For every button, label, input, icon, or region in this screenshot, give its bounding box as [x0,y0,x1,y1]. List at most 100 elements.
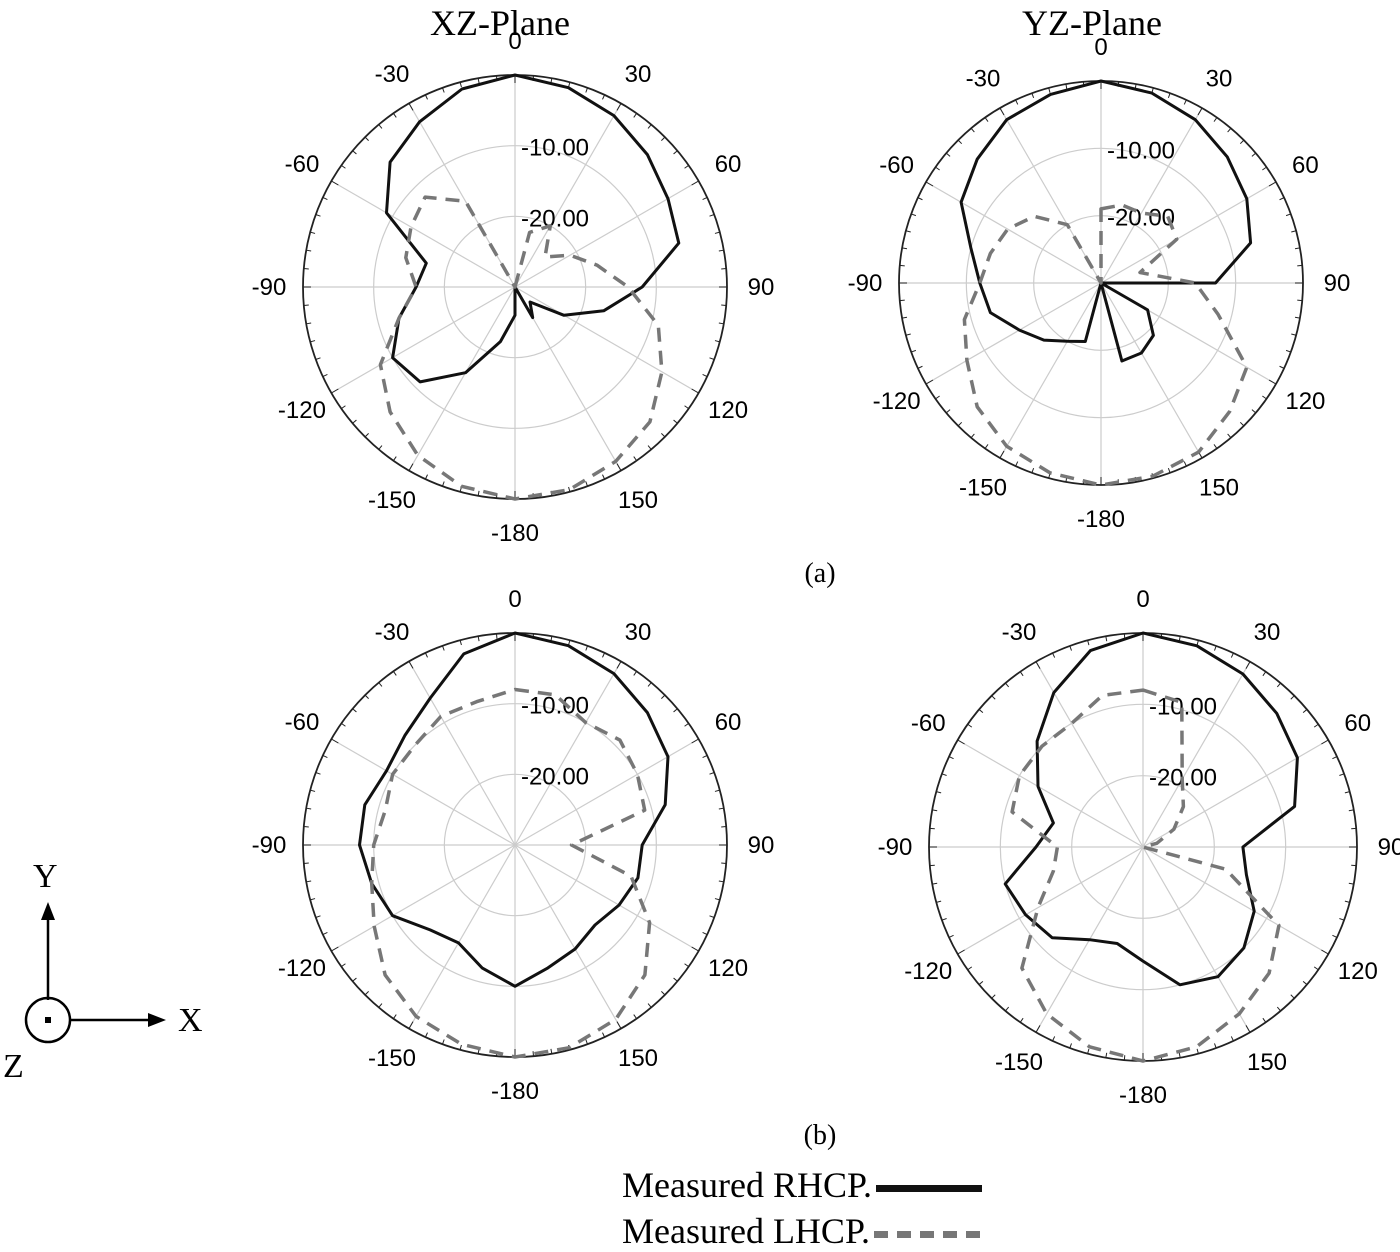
angle-tick-label: -30 [375,61,410,88]
angle-tick [1015,461,1019,467]
angle-tick [718,880,724,883]
angle-tick [408,1021,414,1029]
angle-tick-label: 60 [715,709,742,736]
grid-spoke [925,181,1102,284]
angle-tick [691,738,699,744]
angle-tick [647,124,652,129]
angle-tick [935,395,940,400]
angle-tick [1294,247,1301,250]
angle-tick [1279,365,1285,369]
angle-tick [901,316,908,319]
angle-tick [967,966,973,971]
angle-tick [1167,93,1171,99]
angle-tick [905,230,911,233]
angle-tick [661,694,666,699]
angle-tick [602,474,606,480]
angle-tick [1105,1052,1108,1058]
angle-tick [673,708,678,713]
angle-tick-label: -90 [252,832,287,859]
angle-tick [1279,197,1285,201]
angle-tick [310,231,316,234]
angle-tick [1035,661,1041,669]
angle-tick-label: -90 [878,834,913,861]
angle-tick [315,214,321,217]
angle-tick [1332,934,1338,938]
angle-tick [911,349,917,353]
angle-tick [392,113,397,118]
angle-tick-label: 60 [715,151,742,178]
angle-tick [984,444,989,449]
angle-tick [661,433,666,438]
x-arrow-head [148,1013,166,1027]
angle-tick [1245,661,1251,669]
angle-tick [424,94,428,100]
angle-tick [1239,421,1245,427]
angle-tick [602,94,606,100]
angle-tick [702,374,708,378]
z-axis-label: Z [3,1048,24,1085]
angle-tick [948,934,954,938]
angle-tick-label: 30 [1254,619,1281,646]
angle-tick-label: -180 [1077,506,1125,533]
series-rhcp-line [959,79,1253,363]
y-axis-label: Y [33,858,58,895]
angle-tick [408,103,414,111]
angle-tick [352,150,357,155]
grid-spoke [514,844,699,952]
angle-tick [957,421,963,427]
series-lhcp-line [962,203,1249,487]
grid-spoke [514,103,622,288]
angle-tick [948,756,954,760]
angle-tick-label: 120 [708,955,748,982]
angle-tick [341,164,346,169]
angle-tick [709,772,715,775]
grid-spoke [408,661,516,846]
angle-tick [684,963,689,968]
angle-tick [442,481,445,487]
angle-tick [945,409,951,414]
grid-spoke [514,661,622,846]
angle-tick-label: -150 [995,1049,1043,1076]
angle-tick [1302,709,1308,714]
grid-spoke [1142,661,1251,848]
angle-tick [999,107,1005,116]
angle-tick [364,136,369,141]
angle-tick [932,809,938,812]
angle-tick [911,213,917,217]
angle-tick [1227,127,1232,133]
angle-tick-label: 120 [708,397,748,424]
angle-tick [1262,1017,1267,1023]
angle-tick [331,388,339,394]
angle-tick [424,652,428,658]
angle-tick [991,994,996,999]
angle-tick-label: -180 [1119,1082,1167,1109]
grid-spoke [331,738,516,846]
grid-spoke [514,844,622,1029]
angle-tick [709,214,715,217]
angle-tick [1348,882,1354,885]
grid-spoke [331,180,516,288]
angle-tick [917,197,923,201]
angle-tick [310,340,316,343]
angle-tick [1015,99,1019,105]
legend-lhcp: Measured LHCP. [622,1210,980,1252]
angle-tick [925,379,934,385]
angle-tick [718,249,724,252]
angle-tick [714,231,720,234]
angle-tick [1069,1043,1072,1049]
angle-tick-label: 90 [748,274,775,301]
angle-tick [1213,117,1218,122]
angle-tick [1262,166,1267,171]
angle-tick [1052,652,1056,658]
grid-spoke [1142,846,1251,1033]
angle-tick [1251,152,1257,157]
angle-tick [378,124,383,129]
angle-tick [616,103,622,111]
angle-tick [1262,395,1267,400]
angle-tick-label: 120 [1285,388,1325,415]
angle-tick [1285,213,1291,217]
grid-spoke [957,739,1144,848]
angle-tick-label: 0 [1136,586,1149,613]
angle-tick [322,374,328,378]
angle-tick [718,807,724,810]
